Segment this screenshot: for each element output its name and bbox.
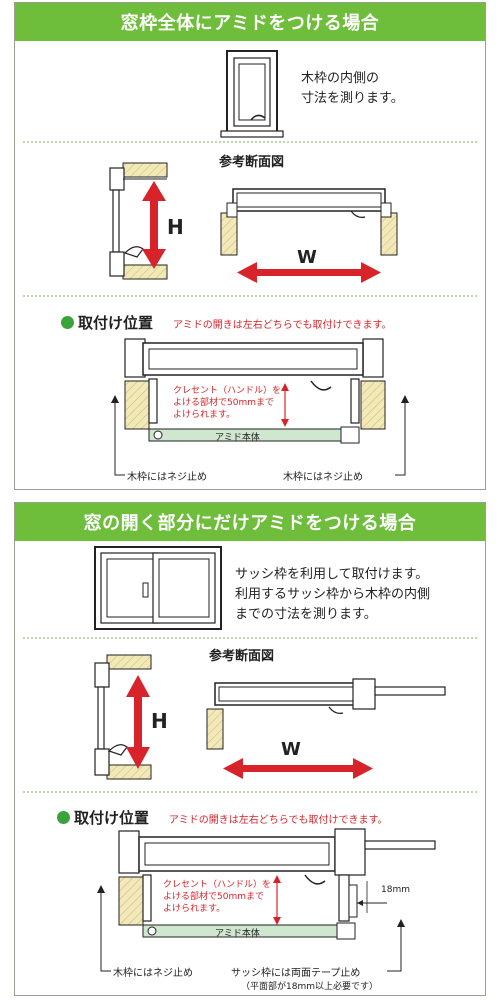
crescent-note-2: よける部材で50mmまで xyxy=(173,398,274,408)
width-label: W xyxy=(297,247,317,268)
left-fixing-label: 木枠にはネジ止め xyxy=(113,968,193,979)
mount-note: アミドの開きは左右どちらでも取付けできます。 xyxy=(173,320,392,331)
left-fixing-label: 木枠にはネジ止め xyxy=(127,472,207,483)
crescent-note-3: よけられます。 xyxy=(163,904,226,914)
divider xyxy=(23,791,477,793)
crescent-note-2: よける部材で50mmまで xyxy=(163,892,264,902)
divider xyxy=(23,141,477,143)
height-arrow xyxy=(126,675,150,769)
crescent-note-1: クレセント（ハンドル）を xyxy=(173,386,282,396)
panel-full-frame: 窓枠全体にアミドをつける場合 xyxy=(14,2,486,490)
panel-sash-only: 窓の開く部分にだけアミドをつける場合 xyxy=(14,502,486,996)
sliding-window-icon xyxy=(94,546,222,630)
width-arrow xyxy=(223,758,373,779)
right-fixing-label: サッシ枠には両面テープ止め xyxy=(231,968,361,979)
screen-body-label: アミド本体 xyxy=(215,433,260,443)
divider xyxy=(23,295,477,297)
crescent-note-1: クレセント（ハンドル）を xyxy=(163,880,272,890)
crescent-note-3: よけられます。 xyxy=(173,410,236,420)
horizontal-section-diagram xyxy=(206,678,446,750)
section-reference-label: 参考断面図 xyxy=(209,649,275,664)
mount-position-heading: 取付け位置 xyxy=(61,312,153,333)
screen-body-label: アミド本体 xyxy=(215,929,260,939)
mount-position-heading: 取付け位置 xyxy=(57,807,149,828)
panel-2-diagrams xyxy=(94,546,446,972)
right-fixing-label: 木枠にはネジ止め xyxy=(283,472,363,483)
intro-line-2: 寸法を測ります。 xyxy=(301,91,404,106)
bullet-icon xyxy=(61,316,74,329)
panel-1-diagrams xyxy=(109,50,409,476)
section-reference-label: 参考断面図 xyxy=(219,155,285,170)
right-fixing-note: （平面部が18mm以上必要です） xyxy=(241,982,378,992)
height-label: H xyxy=(167,215,184,239)
vertical-section-diagram xyxy=(109,162,168,280)
intro-line-1: サッシ枠を利用して取付けます。 xyxy=(235,567,429,582)
window-frame-icon xyxy=(220,50,284,138)
height-arrow xyxy=(142,181,166,269)
height-label: H xyxy=(151,709,168,733)
dimension-label: 18mm xyxy=(381,885,410,895)
intro-line-3: までの寸法を測ります。 xyxy=(235,607,377,622)
intro-line-1: 木枠の内側の xyxy=(301,71,380,86)
panel-1-title: 窓枠全体にアミドをつける場合 xyxy=(15,3,485,41)
mounting-diagram xyxy=(97,828,436,972)
vertical-section-diagram xyxy=(94,654,152,780)
mount-note: アミドの開きは左右どちらでも取付けできます。 xyxy=(169,815,388,826)
divider xyxy=(23,637,477,639)
intro-line-2: 利用するサッシ枠から木枠の内側 xyxy=(235,587,431,602)
bullet-icon xyxy=(57,811,70,824)
horizontal-section-diagram xyxy=(220,188,398,256)
width-label: W xyxy=(281,739,301,760)
panel-2-title: 窓の開く部分にだけアミドをつける場合 xyxy=(15,503,485,541)
width-arrow xyxy=(237,262,381,283)
mounting-diagram xyxy=(111,338,409,476)
